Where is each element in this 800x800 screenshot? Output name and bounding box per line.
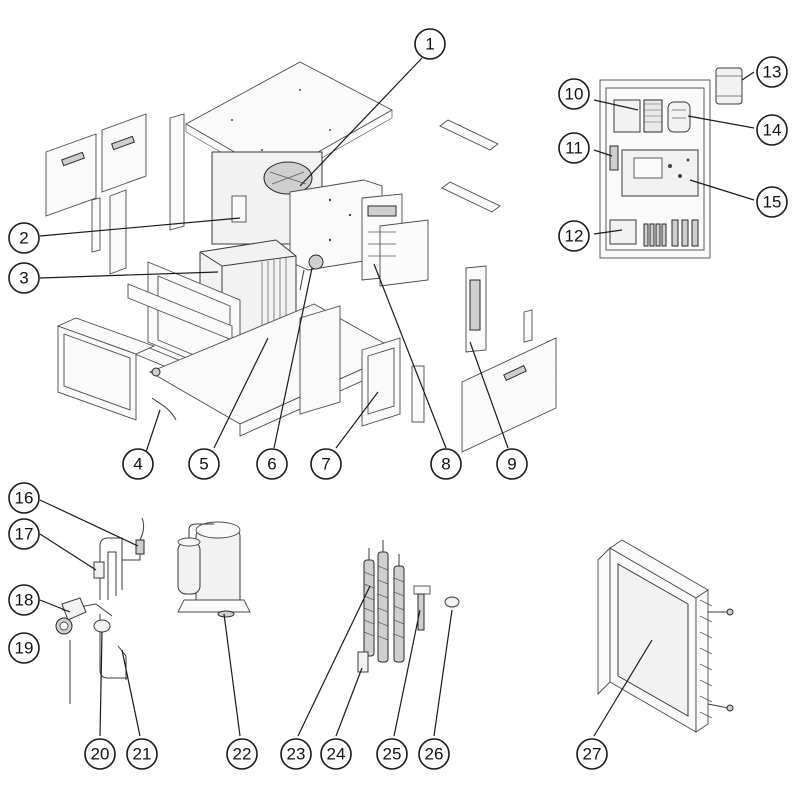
callout-15: 15 <box>756 186 788 218</box>
callout-1: 1 <box>414 28 446 60</box>
thermal-cutout <box>417 593 425 631</box>
control-panel-detail <box>599 67 743 259</box>
valve-body <box>308 254 324 270</box>
transformer <box>613 99 641 133</box>
svg-text:17: 17 <box>15 525 34 544</box>
refrigeration-piping <box>55 517 145 704</box>
svg-text:3: 3 <box>19 269 28 288</box>
callout-2: 2 <box>8 222 40 254</box>
heater-element-3 <box>393 565 405 663</box>
callout-6: 6 <box>256 448 288 480</box>
relay <box>715 67 743 105</box>
svg-text:18: 18 <box>15 591 34 610</box>
side-panel <box>461 337 557 453</box>
svg-text:5: 5 <box>199 455 208 474</box>
callout-24: 24 <box>320 738 352 770</box>
svg-text:26: 26 <box>425 745 444 764</box>
callout-20: 20 <box>84 738 116 770</box>
side-rail <box>169 113 185 231</box>
filter-drier <box>93 561 105 579</box>
callout-12: 12 <box>558 220 590 252</box>
drain-fitting <box>151 367 161 377</box>
heater-element-2 <box>377 551 389 663</box>
service-valve <box>135 539 145 555</box>
accumulator <box>177 541 201 595</box>
reversing-valve <box>61 597 87 621</box>
fuse-holder <box>609 145 619 171</box>
loose-panel-left <box>45 133 97 217</box>
heater-bracket <box>357 651 369 673</box>
terminal-block <box>643 219 699 247</box>
svg-text:21: 21 <box>133 745 152 764</box>
callout-13: 13 <box>756 56 788 88</box>
callout-9: 9 <box>496 448 528 480</box>
callout-14: 14 <box>756 114 788 146</box>
svg-text:13: 13 <box>763 63 782 82</box>
bracket-lower <box>441 181 501 213</box>
corner-post <box>109 189 127 275</box>
callout-8: 8 <box>430 448 462 480</box>
capacitor-module <box>667 101 691 133</box>
svg-text:20: 20 <box>91 745 110 764</box>
thermal-cutout-bracket <box>413 585 431 595</box>
bracket-upper <box>439 119 499 151</box>
callout-26: 26 <box>418 738 450 770</box>
callout-27: 27 <box>576 738 608 770</box>
main-unit-assembly <box>45 61 557 453</box>
electric-heaters <box>357 540 460 673</box>
contactor <box>609 219 637 245</box>
callout-3: 3 <box>8 262 40 294</box>
svg-text:7: 7 <box>321 455 330 474</box>
expansion-valve <box>93 619 111 633</box>
callout-21: 21 <box>126 738 158 770</box>
svg-text:24: 24 <box>327 745 346 764</box>
callout-19: 19 <box>8 632 40 664</box>
svg-text:1: 1 <box>425 35 434 54</box>
access-frame <box>299 305 341 415</box>
svg-text:4: 4 <box>133 455 142 474</box>
leader-lines <box>39 57 755 737</box>
callout-23: 23 <box>280 738 312 770</box>
svg-text:14: 14 <box>763 121 782 140</box>
callout-10: 10 <box>558 78 590 110</box>
loose-panel-right <box>101 113 147 193</box>
control-box-cover <box>379 219 429 287</box>
heater-element-1 <box>363 559 375 657</box>
svg-text:22: 22 <box>233 745 252 764</box>
svg-text:25: 25 <box>383 745 402 764</box>
callout-5: 5 <box>188 448 220 480</box>
callout-16: 16 <box>8 482 40 514</box>
svg-text:9: 9 <box>507 455 516 474</box>
callout-7: 7 <box>310 448 342 480</box>
callout-11: 11 <box>558 132 590 164</box>
svg-text:23: 23 <box>287 745 306 764</box>
svg-text:27: 27 <box>583 745 602 764</box>
limit-switch <box>444 596 460 608</box>
callout-25: 25 <box>376 738 408 770</box>
svg-text:19: 19 <box>15 639 34 658</box>
callout-17: 17 <box>8 518 40 550</box>
svg-text:2: 2 <box>19 229 28 248</box>
compressor <box>177 521 251 618</box>
callout-4: 4 <box>122 448 154 480</box>
svg-text:10: 10 <box>565 85 584 104</box>
svg-text:15: 15 <box>763 193 782 212</box>
coil-side-plate <box>597 546 611 696</box>
pipe-loop <box>99 537 123 600</box>
svg-text:16: 16 <box>15 489 34 508</box>
callout-18: 18 <box>8 584 40 616</box>
svg-text:12: 12 <box>565 227 584 246</box>
svg-text:11: 11 <box>565 139 583 158</box>
svg-text:6: 6 <box>267 455 276 474</box>
svg-text:8: 8 <box>441 455 450 474</box>
compressor-base <box>177 599 251 613</box>
compressor-shell <box>195 529 241 611</box>
callout-22: 22 <box>226 738 258 770</box>
evaporator-coil <box>597 539 734 733</box>
